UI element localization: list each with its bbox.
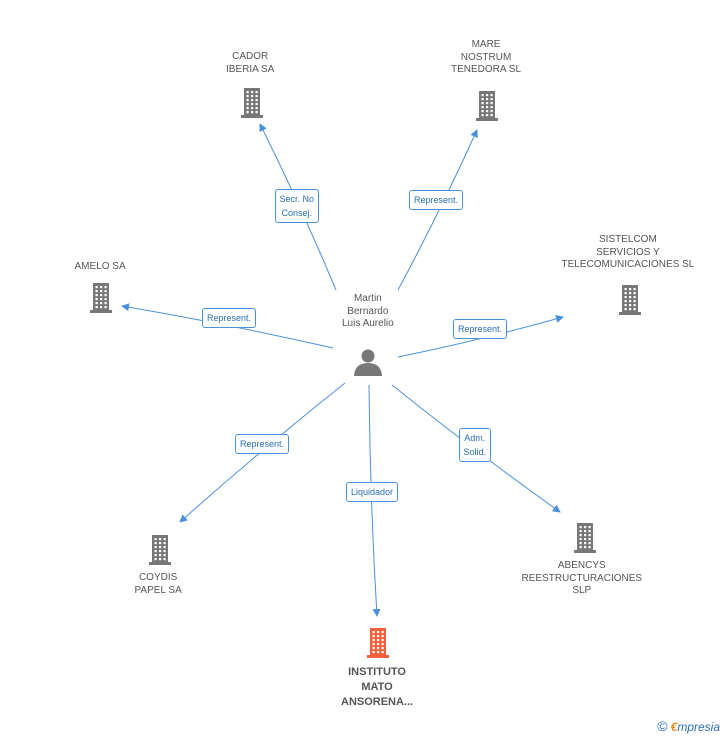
node-label-instituto: INSTITUTO MATO ANSORENA...: [341, 666, 414, 708]
brand-e: €: [670, 720, 678, 734]
node-label-mare: MARE NOSTRUM TENEDORA SL: [451, 39, 522, 75]
building-icon-sistelcom: [619, 285, 641, 315]
building-icon-coydis: [149, 535, 171, 565]
edge-label-sistelcom[interactable]: Represent.: [453, 319, 508, 339]
building-icon-abencys: [574, 523, 596, 553]
node-label-amelo: AMELO SA: [74, 261, 126, 272]
building-icon-amelo: [90, 283, 112, 313]
building-icon-instituto: [367, 628, 389, 658]
center-person-label: Martin Bernardo Luis Aurelio: [342, 293, 394, 329]
building-icon-cador: [241, 88, 263, 118]
node-label-abencys: ABENCYS REESTRUCTURACIONES SLP: [521, 560, 643, 596]
copyright-symbol: ©: [657, 718, 668, 734]
edge-line-mare: [397, 129, 478, 291]
building-icon-mare: [476, 91, 498, 121]
brand-name: mpresia: [677, 720, 720, 734]
edge-label-instituto[interactable]: Liquidador: [346, 482, 399, 502]
node-label-sistelcom: SISTELCOM SERVICIOS Y TELECOMUNICACIONES…: [561, 234, 695, 270]
edge-label-amelo[interactable]: Represent.: [202, 308, 257, 328]
footer-brand: ©€mpresia: [657, 718, 720, 734]
edge-label-coydis[interactable]: Represent.: [235, 434, 290, 454]
edge-label-mare[interactable]: Represent.: [409, 190, 464, 210]
node-label-coydis: COYDIS PAPEL SA: [134, 572, 182, 596]
node-label-cador: CADOR IBERIA SA: [226, 51, 275, 75]
edge-label-cador[interactable]: Secr. No Consej.: [274, 189, 320, 223]
person-icon: [354, 349, 382, 376]
edge-label-abencys[interactable]: Adm. Solid.: [458, 428, 492, 462]
